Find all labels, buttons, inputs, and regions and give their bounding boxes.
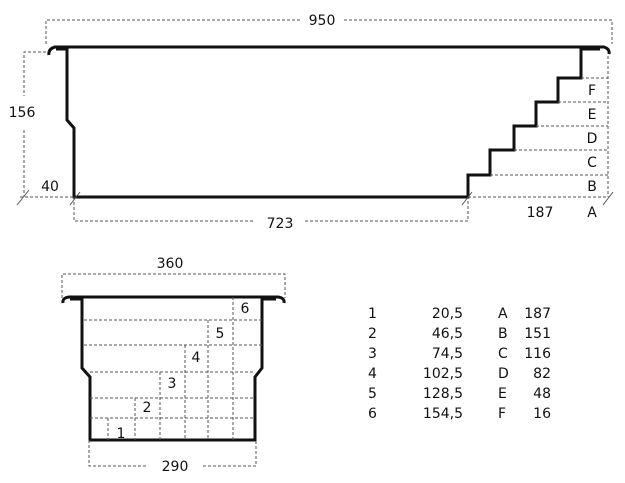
legend-key: B bbox=[498, 326, 508, 342]
dimension-legend: 1 20,5 2 46,5 3 74,5 4 102,5 5 128,5 6 1… bbox=[368, 306, 551, 422]
end-step-label-3: 3 bbox=[168, 376, 177, 392]
legend-key: 6 bbox=[368, 406, 377, 422]
legend-value: 187 bbox=[524, 306, 551, 322]
step-label-a: A bbox=[587, 205, 597, 221]
floor-length-label: 723 bbox=[267, 216, 294, 232]
legend-key: 5 bbox=[368, 386, 377, 402]
legend-key: F bbox=[498, 406, 506, 422]
legend-key: 2 bbox=[368, 326, 377, 342]
legend-key: E bbox=[498, 386, 507, 402]
total-length-label: 950 bbox=[309, 13, 336, 29]
step-label-c: C bbox=[587, 155, 597, 171]
legend-value: 20,5 bbox=[432, 306, 463, 322]
end-step-label-5: 5 bbox=[216, 326, 225, 342]
numbered-legend: 1 20,5 2 46,5 3 74,5 4 102,5 5 128,5 6 1… bbox=[368, 306, 463, 422]
lettered-legend: A 187 B 151 C 116 D 82 E 48 F 16 bbox=[498, 306, 551, 422]
legend-value: 102,5 bbox=[423, 366, 463, 382]
end-step-label-2: 2 bbox=[143, 400, 152, 416]
legend-value: 128,5 bbox=[423, 386, 463, 402]
legend-value: 154,5 bbox=[423, 406, 463, 422]
step-label-f: F bbox=[588, 83, 596, 99]
legend-key: C bbox=[498, 346, 508, 362]
total-length-dimension bbox=[45, 19, 613, 44]
step-guides bbox=[468, 56, 609, 198]
step-label-d: D bbox=[587, 131, 598, 147]
end-step-label-1: 1 bbox=[117, 426, 126, 442]
legend-key: A bbox=[498, 306, 508, 322]
legend-value: 82 bbox=[533, 366, 551, 382]
floor-length-dimension bbox=[73, 197, 469, 222]
legend-key: 3 bbox=[368, 346, 377, 362]
depth-label: 156 bbox=[9, 105, 36, 121]
end-step-label-6: 6 bbox=[241, 301, 250, 317]
pool-outline-side bbox=[47, 45, 611, 199]
depth-dimension bbox=[23, 51, 46, 197]
legend-value: 48 bbox=[533, 386, 551, 402]
legend-value: 46,5 bbox=[432, 326, 463, 342]
end-step-grid bbox=[84, 297, 262, 440]
side-view: 950 156 40 723 187 A B C D E F bbox=[9, 13, 614, 232]
bottom-width-dimension bbox=[88, 440, 257, 467]
top-width-dimension bbox=[61, 273, 286, 298]
step-label-e: E bbox=[588, 107, 597, 123]
bottom-width-label: 290 bbox=[162, 459, 189, 475]
end-view: 360 1 2 3 4 5 6 290 bbox=[61, 256, 286, 475]
base-height-label: 40 bbox=[41, 179, 59, 195]
legend-key: D bbox=[498, 366, 509, 382]
end-step-label-4: 4 bbox=[192, 350, 201, 366]
pool-outline-end bbox=[61, 295, 286, 442]
legend-value: 151 bbox=[524, 326, 551, 342]
legend-key: 1 bbox=[368, 306, 377, 322]
legend-key: 4 bbox=[368, 366, 377, 382]
legend-value: 16 bbox=[533, 406, 551, 422]
top-width-label: 360 bbox=[157, 256, 184, 272]
stair-length-label: 187 bbox=[527, 205, 554, 221]
legend-value: 116 bbox=[524, 346, 551, 362]
legend-value: 74,5 bbox=[432, 346, 463, 362]
step-label-b: B bbox=[587, 179, 597, 195]
